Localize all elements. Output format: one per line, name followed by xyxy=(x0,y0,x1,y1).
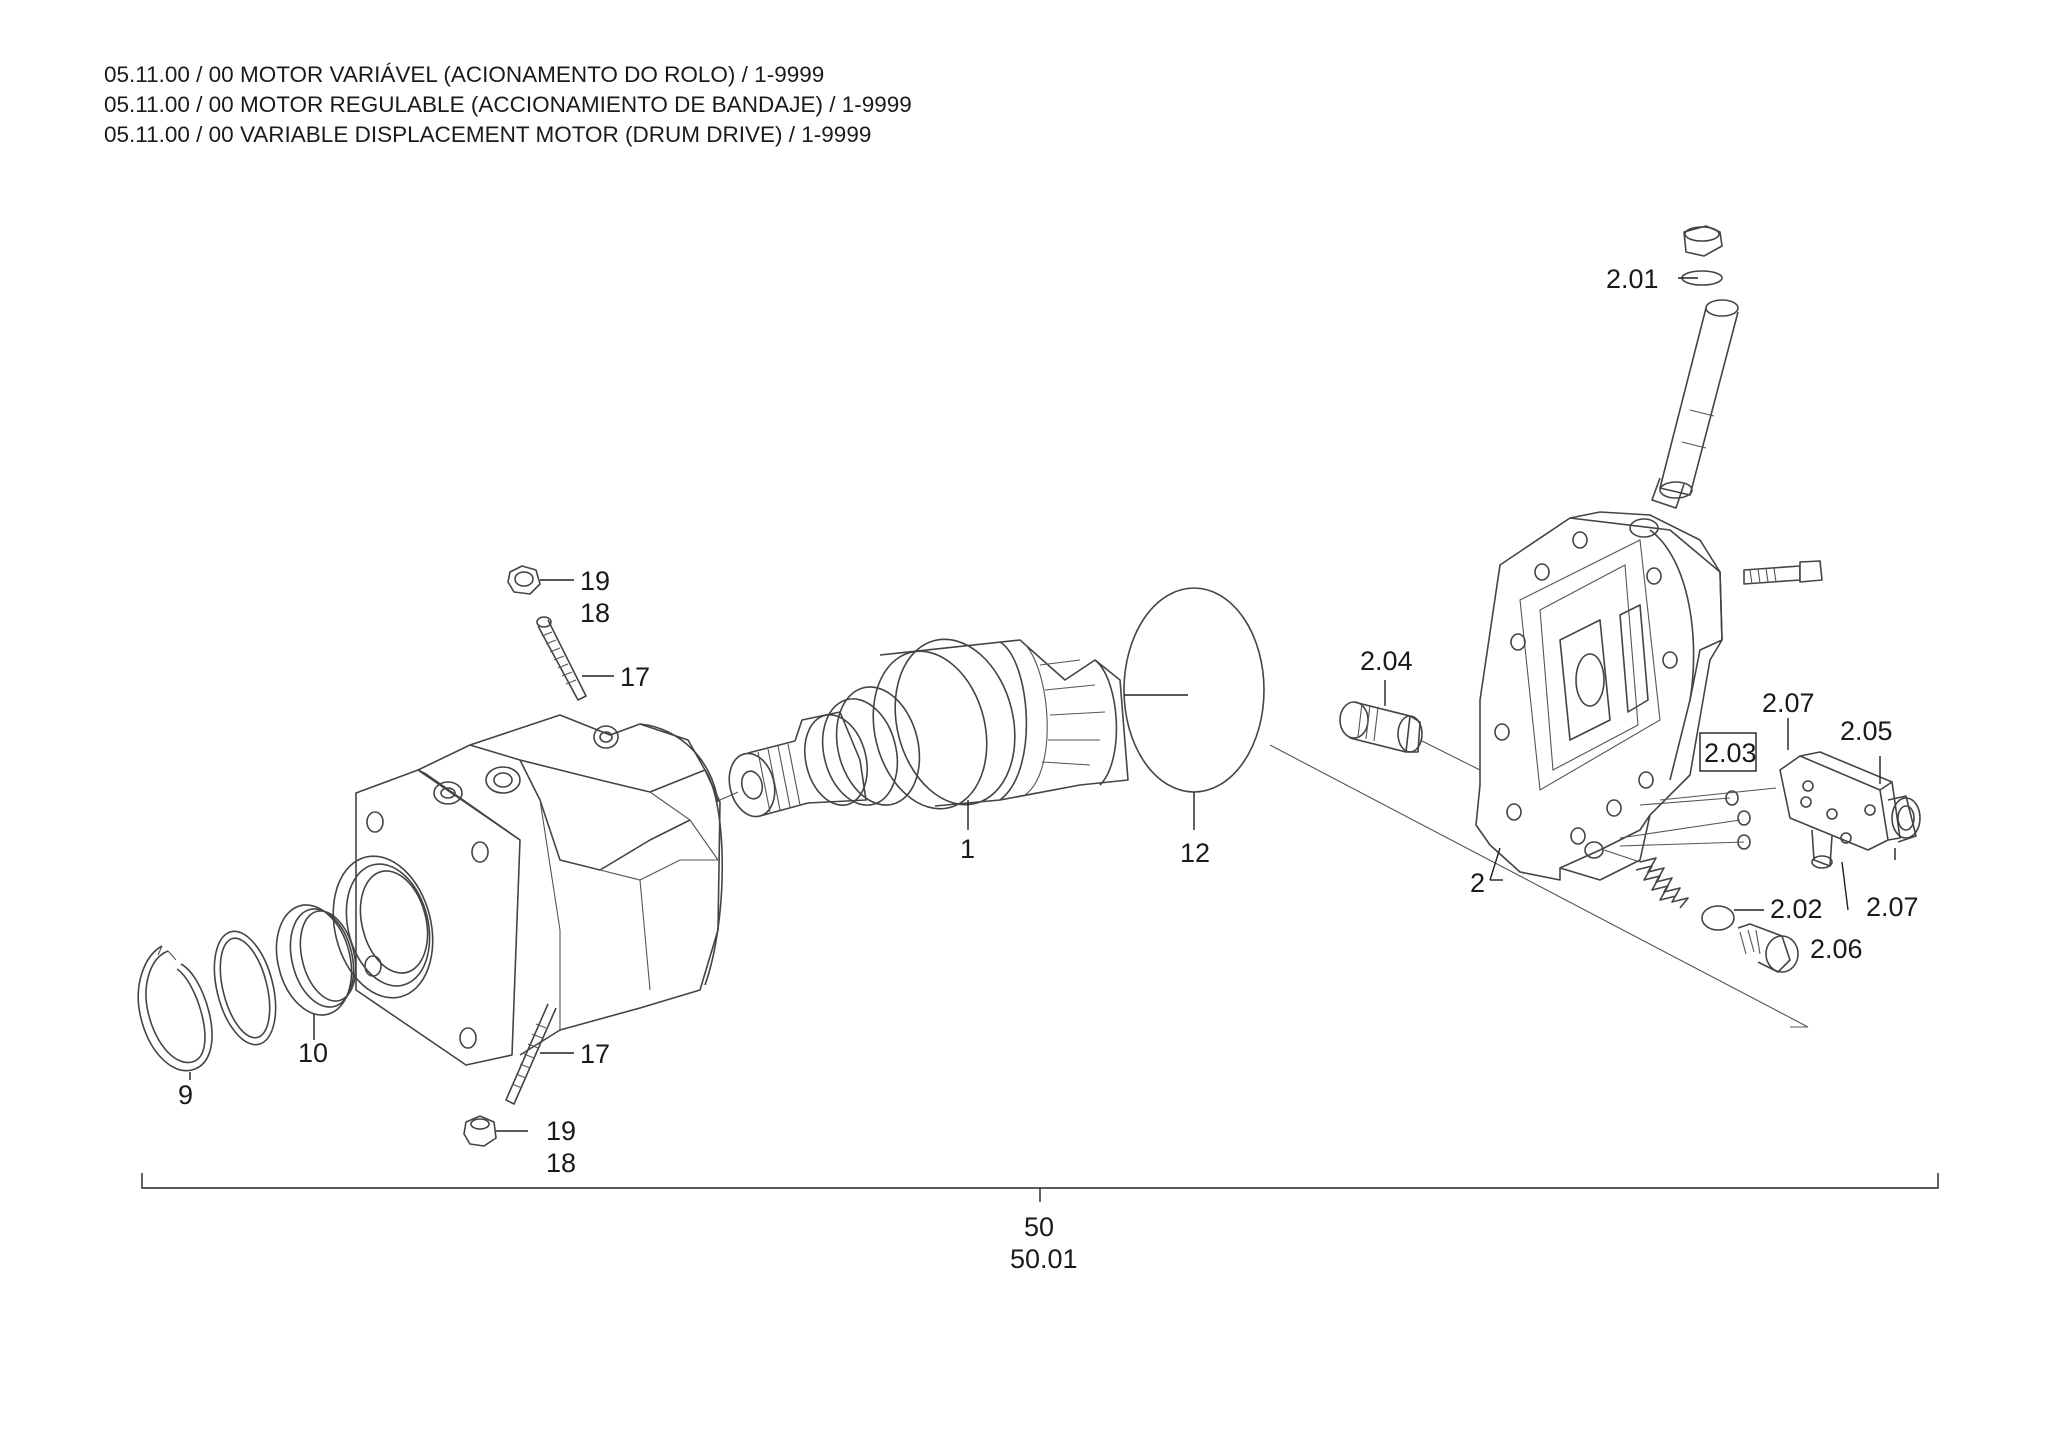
part-2-05-control-block xyxy=(1619,718,1921,911)
callout-2-04: 2.04 xyxy=(1360,646,1413,676)
part-17-18-19-bottom-fastener xyxy=(463,1003,574,1147)
callout-10: 10 xyxy=(298,1038,328,1068)
callout-50-01: 50.01 xyxy=(1010,1244,1078,1274)
callout-box-2-03 xyxy=(1699,732,1757,772)
header-title-pt: 05.11.00 / 00 MOTOR VARIÁVEL (ACIONAMENT… xyxy=(104,62,825,87)
part-2-port-housing xyxy=(1269,511,1823,1028)
callout-2-06: 2.06 xyxy=(1810,934,1863,964)
callout-2-07-bottom: 2.07 xyxy=(1866,892,1919,922)
drawing-header: 05.11.00 / 00 MOTOR VARIÁVEL (ACIONAMENT… xyxy=(104,60,912,150)
callout-2-05: 2.05 xyxy=(1840,716,1893,746)
assembly-bracket xyxy=(141,1173,1939,1202)
callout-2: 2 xyxy=(1470,868,1485,898)
part-12-gasket xyxy=(1123,587,1265,830)
header-title-en: 05.11.00 / 00 VARIABLE DISPLACEMENT MOTO… xyxy=(104,122,872,147)
callout-9: 9 xyxy=(178,1080,193,1110)
part-10-seal xyxy=(213,904,357,1046)
callout-2-07-top: 2.07 xyxy=(1762,688,1815,718)
callout-19-bottom: 19 xyxy=(546,1116,576,1146)
callout-18-bottom: 18 xyxy=(546,1148,576,1178)
callout-1: 1 xyxy=(960,834,975,864)
part-2-04-valve xyxy=(1339,680,1481,771)
callout-12: 12 xyxy=(1180,838,1210,868)
part-17-18-19-top-fastener xyxy=(507,565,614,701)
callout-2-01: 2.01 xyxy=(1606,264,1659,294)
callout-18-top: 18 xyxy=(580,598,610,628)
callout-19-top: 19 xyxy=(580,566,610,596)
part-2-02-spring-plug xyxy=(1603,849,1799,973)
part-9-snap-ring xyxy=(137,945,213,1080)
part-2-01-plug-piston xyxy=(1651,225,1739,509)
callout-2-02: 2.02 xyxy=(1770,894,1823,924)
part-1-rotating-group xyxy=(728,638,1129,830)
motor-housing xyxy=(332,714,739,1066)
callout-17-bottom: 17 xyxy=(580,1039,610,1069)
callout-17-top: 17 xyxy=(620,662,650,692)
header-title-es: 05.11.00 / 00 MOTOR REGULABLE (ACCIONAMI… xyxy=(104,92,912,117)
callout-50: 50 xyxy=(1024,1212,1054,1242)
callout-labels: 2.01 19 18 17 2.04 2.07 2.05 2.03 1 12 2… xyxy=(178,264,1919,1274)
callout-2-03: 2.03 xyxy=(1704,738,1757,768)
